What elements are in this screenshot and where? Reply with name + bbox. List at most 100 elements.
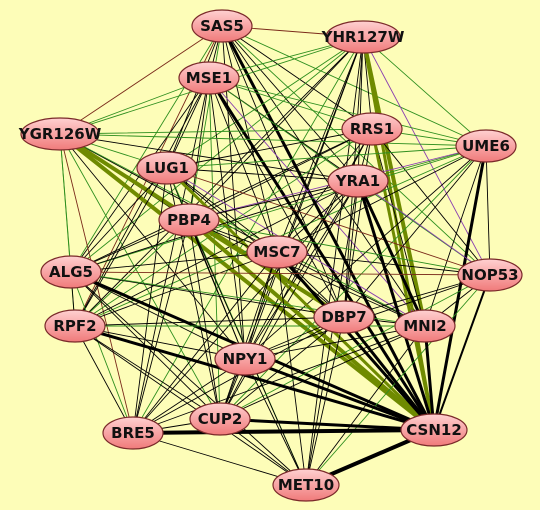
node-bre5[interactable]: BRE5 <box>102 416 164 450</box>
edge-mni2-csn12 <box>423 324 436 432</box>
node-label: MET10 <box>278 476 334 494</box>
node-shape <box>214 342 276 376</box>
node-label: PBP4 <box>167 211 211 229</box>
node-label: NPY1 <box>223 350 268 368</box>
edge-rpf2-dbp7 <box>74 316 345 327</box>
edge-mse1-csn12 <box>207 76 436 432</box>
edge-ygr126w-rrs1 <box>59 128 373 135</box>
node-label: RPF2 <box>53 317 96 335</box>
edge-yhr127w-yra1 <box>357 36 364 182</box>
node-sas5[interactable]: SAS5 <box>191 9 253 43</box>
node-shape <box>325 20 401 54</box>
edge-mni2-cup2 <box>219 325 426 420</box>
edge-alg5-nop53 <box>70 271 491 276</box>
edge-alg5-dbp7 <box>70 271 345 318</box>
edge-alg5-npy1 <box>70 271 246 360</box>
node-label: CSN12 <box>406 421 462 439</box>
edge-rrs1-alg5 <box>70 128 373 273</box>
edge-ume6-alg5 <box>70 145 487 273</box>
node-shape <box>327 164 389 198</box>
edge-yra1-bre5 <box>132 180 359 434</box>
edge-rrs1-dbp7 <box>343 128 373 318</box>
edge-rpf2-bre5 <box>74 325 134 434</box>
edge-pbp4-cup2 <box>188 219 221 420</box>
edge-dbp7-cup2 <box>219 316 345 420</box>
node-yra1[interactable]: YRA1 <box>327 164 389 198</box>
node-ume6[interactable]: UME6 <box>455 129 517 163</box>
node-shape <box>272 468 340 502</box>
edge-yra1-nop53 <box>357 180 491 276</box>
edge-yhr127w-ume6 <box>362 36 487 147</box>
edge-ygr126w-csn12 <box>58 132 436 432</box>
node-met10[interactable]: MET10 <box>272 468 340 502</box>
node-shape <box>313 300 375 334</box>
node-shape <box>394 309 456 343</box>
node-label: LUG1 <box>145 159 189 177</box>
edge-ygr126w-cup2 <box>59 133 221 420</box>
node-ygr126w[interactable]: YGR126W <box>18 117 102 151</box>
node-shape <box>20 117 100 151</box>
node-msc7[interactable]: MSC7 <box>246 235 308 269</box>
node-label: MSE1 <box>186 69 232 87</box>
edge-dbp7-met10 <box>305 316 345 486</box>
edge-lug1-nop53 <box>166 167 491 276</box>
node-npy1[interactable]: NPY1 <box>214 342 276 376</box>
edge-msc7-mni2 <box>276 251 426 327</box>
node-label: NOP53 <box>461 266 518 284</box>
edge-yra1-mni2 <box>356 179 427 328</box>
node-shape <box>246 235 308 269</box>
node-cup2[interactable]: CUP2 <box>189 402 251 436</box>
edge-sas5-ume6 <box>221 25 487 147</box>
node-mse1[interactable]: MSE1 <box>178 61 240 95</box>
edge-ygr126w-yra1 <box>59 133 359 182</box>
node-label: YRA1 <box>335 172 380 190</box>
node-csn12[interactable]: CSN12 <box>400 413 468 447</box>
node-shape <box>44 309 106 343</box>
node-shape <box>158 203 220 237</box>
edge-pbp4-rpf2 <box>74 219 190 327</box>
node-yhr127w[interactable]: YHR127W <box>321 20 405 54</box>
edge-ume6-msc7 <box>276 145 487 253</box>
edge-mse1-pbp4 <box>188 77 210 221</box>
edge-alg5-bre5 <box>70 271 134 434</box>
node-rpf2[interactable]: RPF2 <box>44 309 106 343</box>
edge-lug1-bre5 <box>132 167 168 434</box>
edge-npy1-csn12 <box>243 357 436 432</box>
node-dbp7[interactable]: DBP7 <box>313 300 375 334</box>
edge-lug1-msc7 <box>166 167 278 253</box>
edge-nop53-csn12 <box>433 274 491 431</box>
edge-rrs1-rpf2 <box>74 128 373 327</box>
edge-mse1-bre5 <box>132 77 210 434</box>
edge-mse1-msc7 <box>208 77 278 253</box>
edge-msc7-nop53 <box>276 251 491 276</box>
edge-alg5-met10 <box>70 271 307 486</box>
node-lug1[interactable]: LUG1 <box>136 151 198 185</box>
edge-pbp4-bre5 <box>132 219 190 434</box>
edge-rrs1-pbp4 <box>188 128 373 221</box>
node-alg5[interactable]: ALG5 <box>40 255 102 289</box>
node-rrs1[interactable]: RRS1 <box>341 112 403 146</box>
node-shape <box>178 61 240 95</box>
edge-msc7-csn12 <box>275 250 436 432</box>
node-mni2[interactable]: MNI2 <box>394 309 456 343</box>
node-label: BRE5 <box>111 424 155 442</box>
edge-pbp4-nop53 <box>188 219 491 276</box>
edge-ume6-dbp7 <box>343 145 487 318</box>
node-label: RRS1 <box>350 120 394 138</box>
edge-rrs1-msc7 <box>276 128 373 253</box>
node-nop53[interactable]: NOP53 <box>457 258 523 292</box>
edge-rrs1-lug1 <box>166 128 373 169</box>
edge-pbp4-mni2 <box>188 219 426 327</box>
edge-lug1-alg5 <box>70 167 168 273</box>
node-pbp4[interactable]: PBP4 <box>158 203 220 237</box>
edge-rpf2-met10 <box>74 325 307 486</box>
edge-yhr127w-rpf2 <box>74 36 364 327</box>
edge-yra1-met10 <box>305 180 359 486</box>
edge-yhr127w-met10 <box>305 36 364 486</box>
edge-lug1-rpf2 <box>74 167 168 327</box>
edge-ygr126w-ume6 <box>59 133 487 147</box>
edge-yhr127w-alg5 <box>70 36 364 273</box>
node-shape <box>341 112 403 146</box>
